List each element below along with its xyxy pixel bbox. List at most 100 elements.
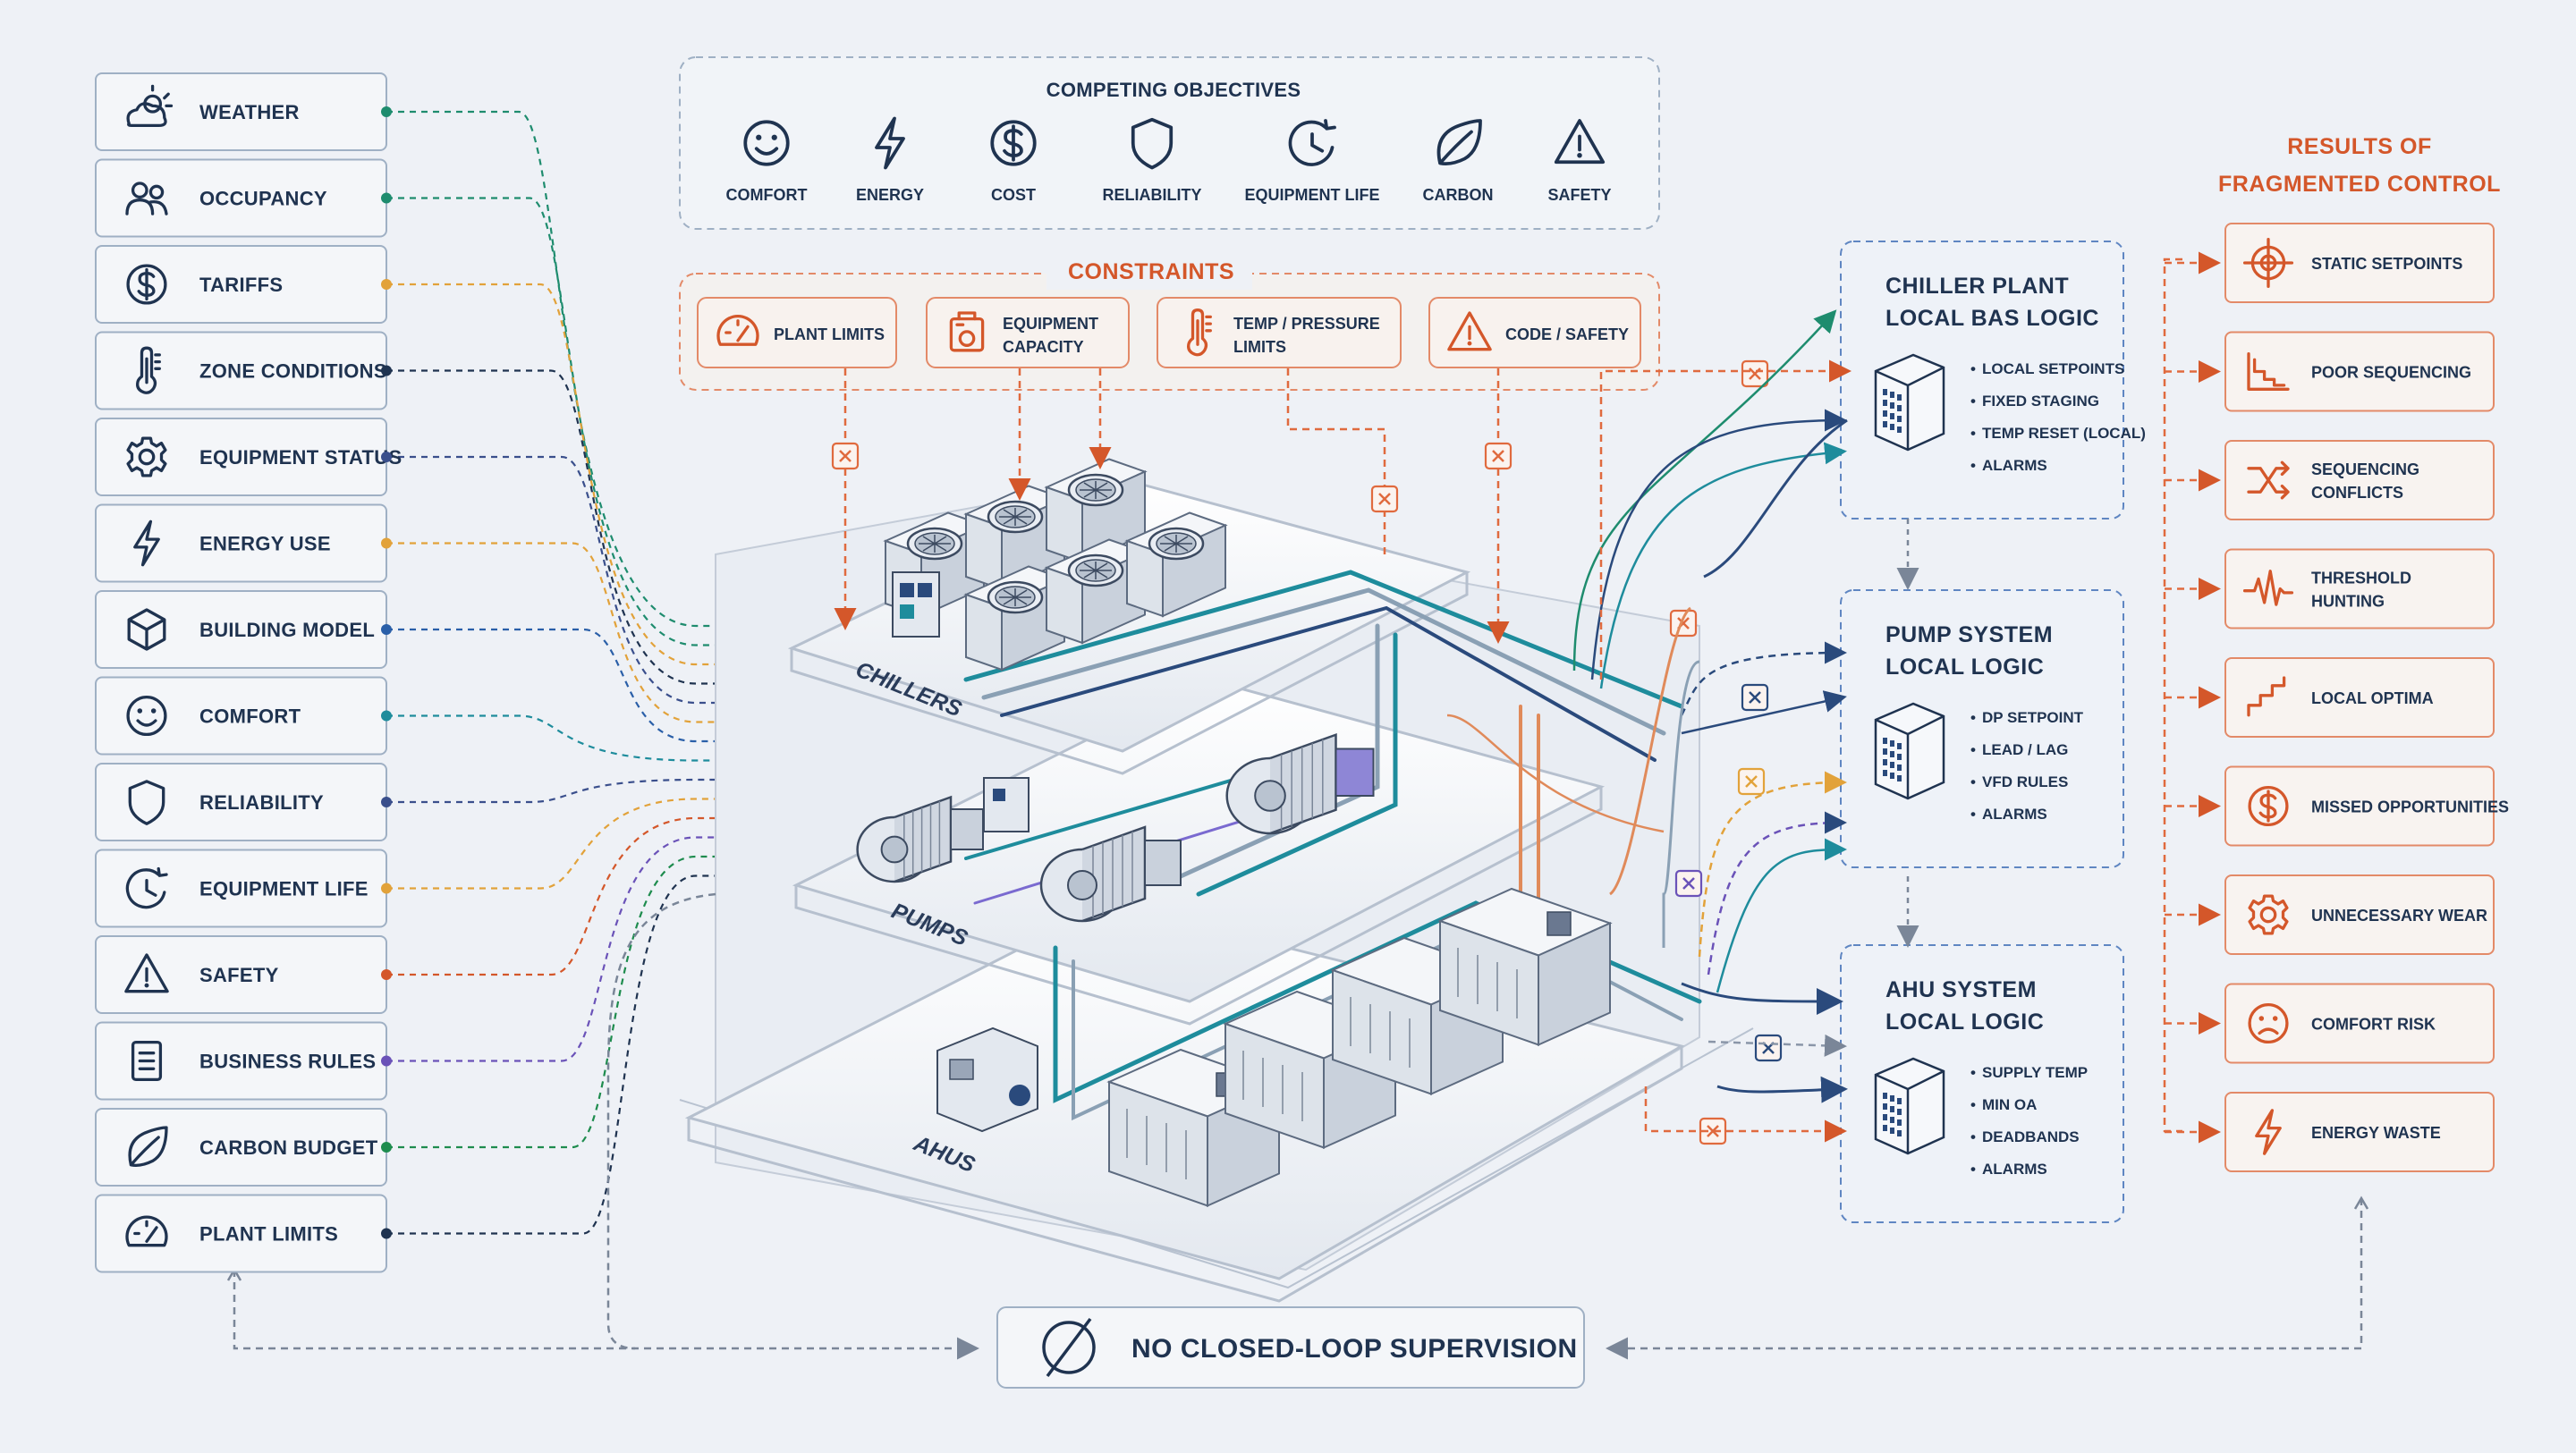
input-label: PLANT LIMITS — [199, 1223, 338, 1246]
input-item-carbon-budget: CARBON BUDGET — [95, 1108, 392, 1187]
result-label: LOCAL OPTIMA — [2311, 689, 2434, 707]
blocked-x-icon — [831, 442, 860, 470]
system-bullet-text: DP SETPOINT — [1982, 709, 2084, 726]
input-label: EQUIPMENT LIFE — [199, 878, 369, 900]
pump-unit — [1039, 825, 1182, 923]
lightning-icon — [875, 116, 905, 170]
system-bullet: • — [1970, 741, 1976, 758]
pump-vfd-panel — [983, 777, 1030, 832]
smile-icon — [126, 695, 167, 737]
equipment-icon — [949, 311, 985, 352]
target-icon — [2242, 237, 2294, 289]
input-item-zone-conditions: ZONE CONDITIONS — [95, 331, 392, 410]
shield-icon — [128, 780, 165, 825]
constraint-label: CAPACITY — [1003, 338, 1084, 356]
result-poor-sequencing: POOR SEQUENCING — [2224, 331, 2495, 412]
input-label: TARIFFS — [199, 274, 283, 296]
objective-label: SAFETY — [1547, 186, 1611, 204]
gauge-icon — [716, 315, 759, 346]
input-item-weather: WEATHER — [95, 72, 392, 151]
blocked-x-icon — [1741, 683, 1769, 712]
input-label: RELIABILITY — [199, 791, 324, 814]
input-item-occupancy: OCCUPANCY — [95, 158, 392, 238]
ahu-units — [936, 887, 1613, 1208]
blocked-x-icon — [1370, 485, 1399, 513]
result-comfort-risk: COMFORT RISK — [2224, 983, 2495, 1064]
input-item-tariffs: TARIFFS — [95, 245, 392, 324]
result-energy-waste: ENERGY WASTE — [2224, 1092, 2495, 1172]
objective-energy: ENERGY — [856, 116, 924, 204]
system-connection-lines — [1446, 309, 1919, 1143]
stairs-icon — [2247, 676, 2286, 717]
system-bullet-text: LEAD / LAG — [1982, 741, 2068, 758]
warning-icon — [1554, 119, 1606, 165]
input-item-reliability: RELIABILITY — [95, 763, 392, 841]
no-closed-loop-label: NO CLOSED-LOOP SUPERVISION — [1131, 1334, 1578, 1364]
clock-icon — [1288, 119, 1336, 166]
blocked-x-icon — [1674, 869, 1703, 898]
input-label: BUILDING MODEL — [199, 619, 375, 641]
results-panel: RESULTS OF FRAGMENTED CONTROL STATIC SET… — [2163, 134, 2509, 1172]
blocked-x-icon — [1699, 1117, 1727, 1145]
system-bullet-text: ALARMS — [1982, 457, 2047, 474]
system-title: CHILLER PLANT — [1885, 274, 2069, 299]
constraint-label: EQUIPMENT — [1003, 315, 1098, 333]
results-title-line-1: RESULTS OF — [2287, 134, 2431, 159]
shuffle-icon — [2247, 460, 2290, 500]
blocked-markers — [831, 359, 1783, 1145]
pump-unit — [856, 795, 984, 883]
result-label: STATIC SETPOINTS — [2311, 255, 2462, 273]
system-bullet: • — [1970, 1128, 1976, 1145]
input-item-comfort: COMFORT — [95, 676, 392, 756]
objective-equipment-life: EQUIPMENT LIFE — [1244, 119, 1380, 204]
result-static-setpoints: STATIC SETPOINTS — [2224, 223, 2495, 303]
system-bullet: • — [1970, 773, 1976, 790]
cloud-sun-icon — [126, 84, 174, 128]
objectives-title: COMPETING OBJECTIVES — [1046, 79, 1301, 101]
objective-comfort: COMFORT — [726, 120, 808, 204]
objective-label: COMFORT — [726, 186, 808, 204]
constraints-panel: CONSTRAINTS PLANT LIMITSEQUIPMENTCAPACIT… — [679, 258, 1660, 391]
input-item-equipment-life: EQUIPMENT LIFE — [95, 849, 392, 928]
footer-panel: NO CLOSED-LOOP SUPERVISION — [226, 892, 2369, 1389]
input-item-safety: SAFETY — [95, 935, 392, 1014]
pump-units — [856, 732, 1375, 923]
result-missed-opportunities: MISSED OPPORTUNITIES — [2224, 765, 2509, 847]
steps-icon — [2247, 352, 2290, 391]
leaf-icon — [1436, 119, 1482, 165]
objective-reliability: RELIABILITY — [1103, 117, 1202, 204]
system-bullet: • — [1970, 425, 1976, 442]
result-label: THRESHOLD — [2311, 570, 2411, 587]
dollar-icon — [990, 120, 1037, 166]
document-icon — [131, 1040, 163, 1082]
blocked-x-icon — [1669, 609, 1698, 638]
system-title: AHU SYSTEM — [1885, 977, 2037, 1002]
chiller-control-panel — [892, 571, 940, 638]
input-label: ENERGY USE — [199, 533, 331, 555]
leaf-icon — [128, 1126, 168, 1167]
system-bullet-text: VFD RULES — [1982, 773, 2068, 790]
constraint-3: CODE / SAFETY — [1428, 297, 1641, 368]
controller-icon — [1874, 1057, 1945, 1155]
constraint-label: LIMITS — [1233, 338, 1286, 356]
objective-label: ENERGY — [856, 186, 924, 204]
dollar-icon — [126, 264, 167, 305]
input-label: CARBON BUDGET — [199, 1136, 378, 1159]
system-bullet-text: MIN OA — [1982, 1096, 2037, 1113]
system-bullet-text: SUPPLY TEMP — [1982, 1064, 2088, 1081]
objective-label: CARBON — [1423, 186, 1494, 204]
input-label: ZONE CONDITIONS — [199, 360, 387, 383]
input-label: WEATHER — [199, 101, 300, 123]
blocked-x-icon — [1484, 442, 1513, 470]
ahu-unit — [1437, 887, 1613, 1047]
system-title: PUMP SYSTEM — [1885, 622, 2053, 647]
cube-icon — [127, 608, 166, 651]
dollar-icon — [2248, 785, 2289, 827]
input-item-equipment-status: EQUIPMENT STATUS — [95, 418, 402, 496]
result-label: CONFLICTS — [2311, 484, 2403, 502]
objective-cost: COST — [990, 120, 1037, 204]
system-subtitle: LOCAL BAS LOGIC — [1885, 306, 2099, 331]
